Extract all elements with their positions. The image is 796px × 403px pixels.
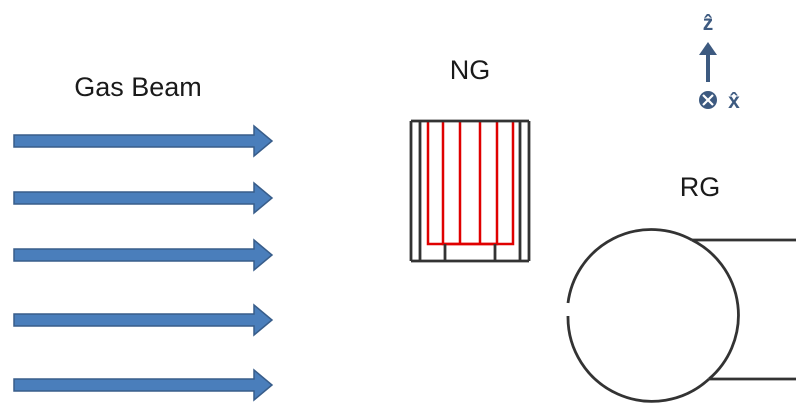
rg-ring-upper: [566, 228, 693, 304]
rg-ring-lower: [566, 315, 710, 403]
beam-arrows: [13, 124, 274, 402]
axis-x-label: x̂: [728, 90, 740, 113]
axis-indicator: ẑ x̂: [699, 12, 740, 113]
right-arrow-icon: [13, 124, 274, 158]
right-arrow-icon: [13, 303, 274, 337]
gas-beam-label: Gas Beam: [74, 72, 202, 102]
right-arrow-icon: [13, 238, 274, 272]
rg-gauge: [566, 228, 796, 403]
rg-ring-right: [691, 238, 740, 381]
right-arrow-icon: [13, 181, 274, 215]
ng-gauge: [409, 119, 531, 263]
ng-cage: [409, 119, 531, 263]
ng-label: NG: [450, 55, 491, 85]
rg-label: RG: [680, 172, 721, 202]
into-page-circle-x-icon: [699, 91, 717, 109]
axis-z-label: ẑ: [703, 12, 714, 35]
right-arrow-icon: [13, 368, 274, 402]
ng-grid: [426, 121, 515, 246]
